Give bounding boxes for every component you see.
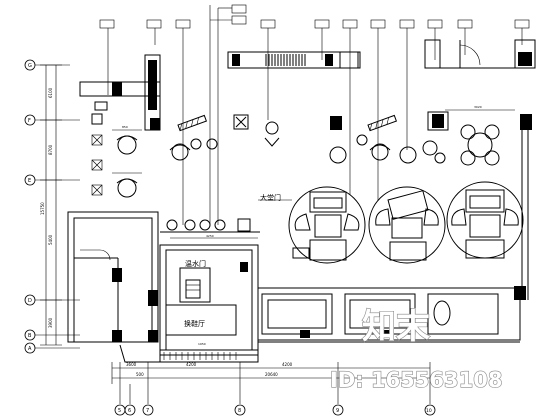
dim-bottom-4: 4200 bbox=[282, 362, 293, 367]
sofa-cluster-1 bbox=[288, 186, 366, 264]
axis-row-f: F bbox=[28, 118, 31, 124]
axis-row-g: G bbox=[28, 63, 32, 69]
dim-bottom-3: 4200 bbox=[186, 362, 197, 367]
watermark-id: ID: 165563108 bbox=[330, 368, 502, 392]
downlights-row bbox=[160, 218, 260, 233]
axis-row-e: E bbox=[28, 178, 31, 184]
column-axis-bubbles: 5 6 7 8 9 10 bbox=[114, 384, 436, 416]
axis-col-10: 10 bbox=[426, 408, 432, 414]
axis-col-5: 5 bbox=[118, 408, 121, 414]
round-table-set: 3020 bbox=[445, 105, 515, 166]
lower-left-room bbox=[67, 211, 159, 343]
sofa-cluster-3 bbox=[446, 181, 524, 259]
watermark-brand: 知末 bbox=[362, 307, 430, 347]
dim-bottom-total: 20640 bbox=[265, 372, 278, 377]
sofa-cluster-2 bbox=[368, 186, 446, 264]
svg-text:4250: 4250 bbox=[206, 234, 214, 238]
middle-furniture: 3020 bbox=[169, 105, 532, 166]
dim-left-4: 3900 bbox=[48, 317, 53, 328]
left-dimension-chain: 6100 8700 5400 3900 15750 bbox=[40, 64, 62, 346]
lower-right-furniture bbox=[257, 287, 521, 343]
top-wall-band bbox=[227, 39, 536, 69]
grid-lines bbox=[35, 64, 80, 349]
axis-row-b: B bbox=[28, 333, 32, 339]
dim-left-3: 5400 bbox=[48, 234, 53, 245]
room-label-lobby: 大堂门 bbox=[260, 193, 281, 202]
dim-left-2: 8700 bbox=[48, 144, 53, 155]
room-label-changing: 换鞋厅 bbox=[184, 319, 205, 328]
svg-text:3020: 3020 bbox=[474, 105, 482, 109]
watermark: 知末 ID: 165563108 bbox=[329, 306, 503, 392]
svg-text:1950: 1950 bbox=[198, 342, 206, 346]
room-label-water-bar: 温水门 bbox=[185, 259, 206, 268]
dim-left-1: 6100 bbox=[48, 87, 53, 98]
axis-col-9: 9 bbox=[336, 408, 339, 414]
axis-col-7: 7 bbox=[146, 408, 149, 414]
dim-left-total: 15750 bbox=[40, 202, 45, 215]
row-axis-bubbles: G F E D B A bbox=[24, 59, 36, 354]
axis-col-6: 6 bbox=[128, 408, 131, 414]
axis-row-a: A bbox=[28, 346, 32, 352]
dim-bottom-2: 500 bbox=[136, 372, 144, 377]
upper-left-structure: 850 bbox=[79, 54, 161, 198]
svg-text:850: 850 bbox=[122, 125, 128, 129]
axis-row-d: D bbox=[28, 298, 32, 304]
dim-bottom-1: 3600 bbox=[126, 362, 137, 367]
axis-col-8: 8 bbox=[238, 408, 241, 414]
bottom-dimension-chain: 3600 500 4200 4200 20640 bbox=[111, 362, 431, 384]
center-rooms: 4250 1950 bbox=[119, 234, 259, 363]
top-callouts bbox=[99, 4, 530, 225]
